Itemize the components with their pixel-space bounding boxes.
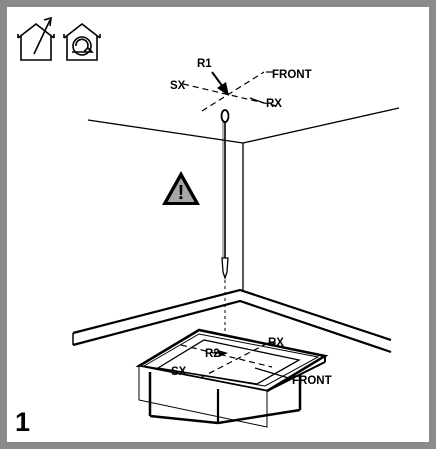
countertop-edge bbox=[72, 288, 392, 354]
hob-unit bbox=[135, 328, 329, 428]
label-front-ceiling: FRONT bbox=[272, 69, 312, 81]
r1-arrow bbox=[211, 71, 229, 96]
r2-arrow bbox=[213, 350, 228, 357]
label-sx-hob: SX bbox=[171, 366, 187, 378]
warning-symbol: ! bbox=[178, 182, 185, 204]
figure-number: 1 bbox=[15, 407, 30, 437]
ceiling-marker bbox=[182, 71, 278, 112]
room-walls bbox=[87, 107, 400, 292]
label-r1: R1 bbox=[197, 58, 212, 70]
hob-marker bbox=[180, 342, 293, 380]
label-sx-ceiling: SX bbox=[170, 80, 186, 92]
recirculation-icon bbox=[63, 22, 101, 61]
plumb-line bbox=[220, 109, 230, 360]
label-front-hob: FRONT bbox=[292, 375, 332, 387]
label-rx-hob: RX bbox=[268, 337, 284, 349]
label-r2: R2 bbox=[205, 348, 220, 360]
warning-icon: ! bbox=[162, 171, 200, 205]
ducted-extraction-icon bbox=[17, 16, 55, 61]
label-rx-ceiling: RX bbox=[266, 98, 282, 110]
